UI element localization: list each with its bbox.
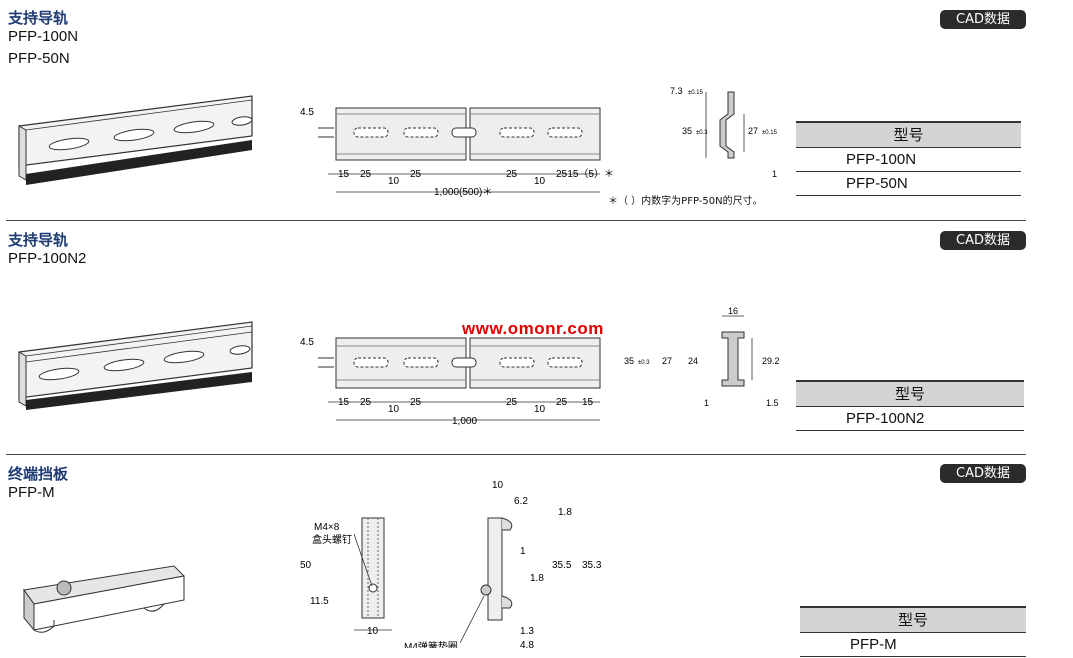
section2-cad-button[interactable]: CAD数据 (940, 231, 1026, 250)
sec-h-tol: ±0.3 (696, 130, 708, 136)
section1-model-table: 型号 PFP-100N PFP-50N (796, 121, 1021, 196)
rail-front-drawing-1: 4.5 15 25 10 25 25 10 25 15（5）＊ 1,000(50… (300, 107, 614, 198)
sec2-h-tol: ±0.3 (638, 360, 650, 366)
dim-b: 25 (360, 169, 372, 180)
plate-low: 11.5 (310, 596, 329, 607)
sec2-inner1: 27 (662, 356, 672, 366)
section-divider (6, 454, 1026, 455)
sec-top: 7.3 (670, 86, 683, 96)
end-plate-illustration (23, 565, 186, 633)
dim2-e: 25 (506, 397, 518, 408)
rail-illustration-1 (18, 95, 253, 185)
dim-4-5: 4.5 (300, 107, 314, 118)
side-18a: 1.8 (558, 507, 572, 518)
table-row: PFP-50N (796, 172, 1021, 196)
sec-inner: 27 (748, 126, 758, 136)
screw-name: 盒头螺钉 (312, 533, 352, 546)
sec-top-tol: ±0.15 (688, 90, 704, 96)
end-plate-front-drawing: M4×8 盒头螺钉 50 11.5 10 (300, 517, 392, 637)
dim2-b: 25 (360, 397, 372, 408)
side-1: 1 (520, 546, 526, 557)
table-row: PFP-M (800, 633, 1026, 657)
section3-model-table: 型号 PFP-M (800, 606, 1026, 657)
rail-section-drawing-2: 16 35 ±0.3 27 24 29.2 1 1.5 (624, 306, 780, 408)
rail-front-drawing-2: 4.5 15 25 10 25 25 10 25 15 1,000 (300, 337, 601, 427)
side-18b: 1.8 (530, 573, 544, 584)
table-header: 型号 (796, 121, 1021, 148)
section2-model-table: 型号 PFP-100N2 (796, 380, 1024, 431)
section2-model-1: PFP-100N2 (8, 250, 87, 267)
section-divider (6, 220, 1026, 221)
side-13: 1.3 (520, 626, 534, 637)
sec-t: 1 (772, 169, 777, 179)
sec-h: 35 (682, 126, 692, 136)
rail-illustration-2 (18, 321, 253, 410)
sec2-inner2: 24 (688, 356, 698, 366)
section1-cad-button[interactable]: CAD数据 (940, 10, 1026, 29)
table-header: 型号 (800, 606, 1026, 633)
side-62: 6.2 (514, 496, 528, 507)
dim2-g: 25 (556, 397, 568, 408)
dim2-end: 15 (582, 397, 594, 408)
table-row: PFP-100N (796, 148, 1021, 172)
sec2-w: 16 (728, 306, 738, 316)
end-plate-side-drawing: 10 6.2 1.8 1 35.5 35.3 1.8 1.3 4.8 M4弹簧垫… (404, 480, 602, 648)
dim2-length: 1,000 (452, 416, 477, 427)
screw-size: M4×8 (314, 522, 340, 533)
section1-model-2: PFP-50N (8, 50, 70, 67)
sec2-right: 29.2 (762, 356, 780, 366)
dim-end: 15（5）＊ (567, 168, 614, 180)
dim2-c: 10 (388, 404, 400, 415)
section1-model-1: PFP-100N (8, 28, 79, 45)
sec-inner-tol: ±0.15 (762, 130, 778, 136)
sec2-t2: 1.5 (766, 398, 779, 408)
dim-c: 10 (388, 176, 400, 187)
dim2-a: 15 (338, 397, 350, 408)
washer-label: M4弹簧垫圈 (404, 640, 458, 648)
dim-g: 25 (556, 169, 568, 180)
plate-height: 50 (300, 560, 312, 571)
table-header: 型号 (796, 380, 1024, 407)
sec2-h: 35 (624, 356, 634, 366)
dim2-d: 25 (410, 397, 422, 408)
side-355: 35.5 (552, 560, 572, 571)
sec2-t1: 1 (704, 398, 709, 408)
section1-category: 支持导轨 (8, 9, 69, 27)
section1-note: ＊（ ）内数字为PFP-50N的尺寸。 (608, 196, 763, 207)
dim2-f: 10 (534, 404, 546, 415)
dim-length: 1,000(500)＊ (434, 187, 492, 198)
plate-width: 10 (367, 626, 379, 637)
section3-cad-button[interactable]: CAD数据 (940, 464, 1026, 483)
dim-a: 15 (338, 169, 350, 180)
dim-d: 25 (410, 169, 422, 180)
dim-f: 10 (534, 176, 546, 187)
side-w: 10 (492, 480, 504, 491)
rail-section-drawing-1: 7.3 ±0.15 35 ±0.3 27 ±0.15 1 (670, 86, 778, 179)
watermark-text: www.omonr.com (462, 319, 604, 338)
side-353: 35.3 (582, 560, 602, 571)
section2-category: 支持导轨 (8, 231, 69, 249)
side-48: 4.8 (520, 640, 534, 648)
dim2-4-5: 4.5 (300, 337, 314, 348)
section3-category: 终端挡板 (8, 465, 69, 483)
section3-model-1: PFP-M (8, 484, 55, 501)
dim-e: 25 (506, 169, 518, 180)
table-row: PFP-100N2 (796, 407, 1024, 431)
